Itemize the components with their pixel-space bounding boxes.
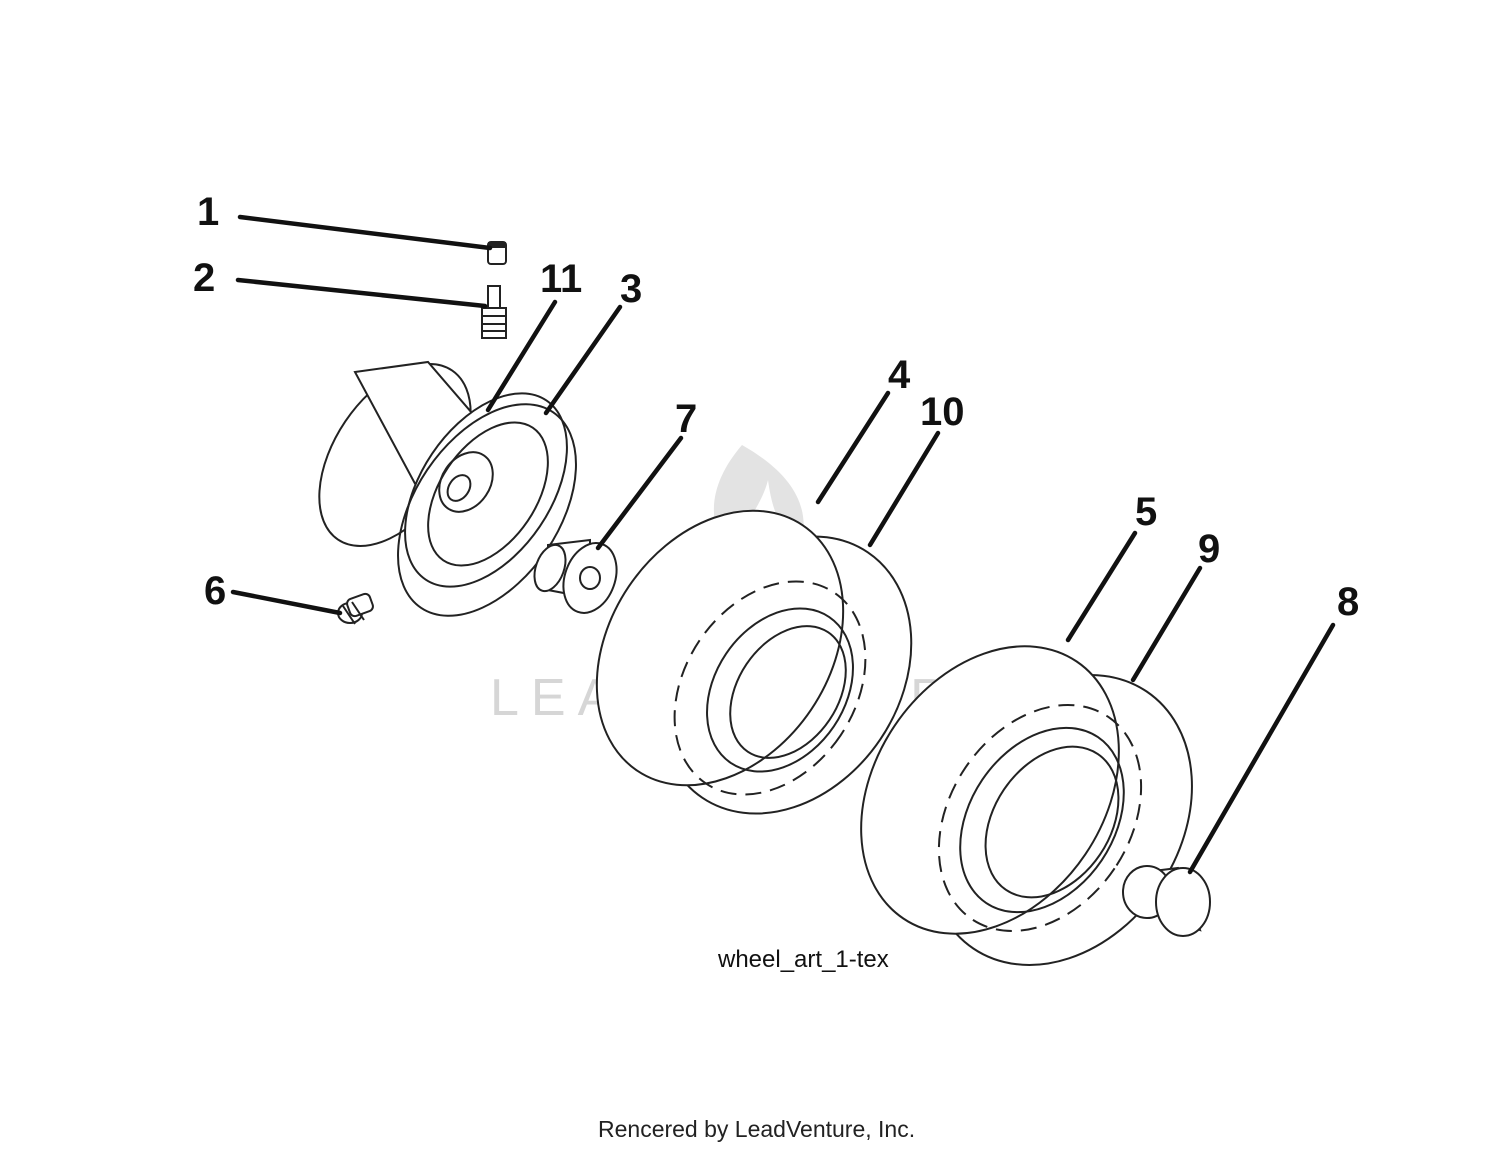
part-7-bushing bbox=[533, 538, 618, 614]
callout-6: 6 bbox=[204, 569, 226, 613]
part-2-valve-stem bbox=[481, 285, 507, 339]
callout-10: 10 bbox=[920, 390, 965, 434]
callout-7: 7 bbox=[675, 397, 697, 441]
part-1-nut bbox=[487, 241, 507, 265]
part-8-hub-cap bbox=[1122, 865, 1211, 937]
callout-9: 9 bbox=[1198, 527, 1220, 571]
callout-8: 8 bbox=[1337, 580, 1359, 624]
callout-11: 11 bbox=[540, 257, 582, 301]
part-4-tire bbox=[595, 509, 913, 815]
callout-labels: 1 2 11 3 4 10 7 5 9 8 6 bbox=[193, 190, 1359, 624]
footer-credit: Rencered by LeadVenture, Inc. bbox=[598, 1116, 915, 1142]
part-11-rim bbox=[318, 360, 568, 588]
part-6-fitting bbox=[337, 592, 374, 625]
callout-2: 2 bbox=[193, 256, 215, 300]
callout-3: 3 bbox=[620, 267, 642, 311]
callout-4: 4 bbox=[888, 353, 911, 397]
callout-5: 5 bbox=[1135, 490, 1157, 534]
leader-lines bbox=[230, 214, 1336, 875]
callout-1: 1 bbox=[197, 190, 219, 234]
art-label: wheel_art_1-tex bbox=[717, 946, 889, 973]
